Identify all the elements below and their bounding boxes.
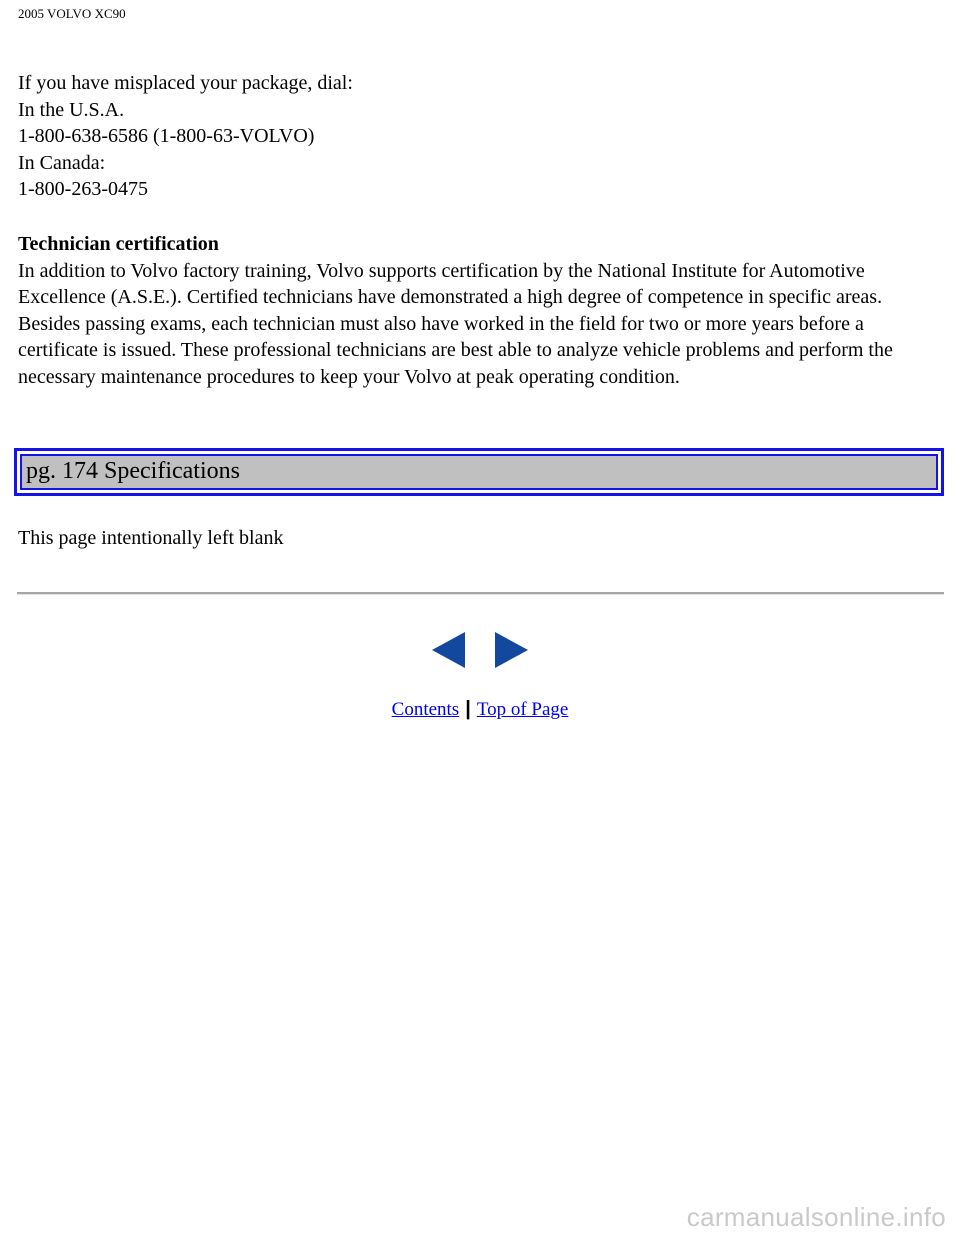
arrow-left-icon xyxy=(432,632,465,668)
certification-section: Technician certification In addition to … xyxy=(18,231,938,390)
contact-line: 1-800-263-0475 xyxy=(18,178,148,200)
previous-page-button[interactable] xyxy=(432,632,466,668)
contact-line: If you have misplaced your package, dial… xyxy=(18,72,353,94)
blank-page-note: This page intentionally left blank xyxy=(18,527,284,549)
horizontal-divider xyxy=(17,592,944,595)
contents-link[interactable]: Contents xyxy=(391,699,460,720)
site-watermark: carmanualsonline.info xyxy=(686,1202,946,1232)
contact-line: In Canada: xyxy=(18,151,106,174)
document-title: 2005 VOLVO XC90 xyxy=(18,6,126,21)
page-banner-label: pg. 174 Specifications xyxy=(20,454,938,490)
contact-info: If you have misplaced your package, dial… xyxy=(18,70,938,203)
section-heading: Technician certification xyxy=(18,233,219,255)
top-of-page-link[interactable]: Top of Page xyxy=(476,699,569,720)
section-body: In addition to Volvo factory training, V… xyxy=(18,259,893,388)
next-page-button[interactable] xyxy=(494,632,528,668)
page-navigation xyxy=(432,632,528,668)
footer-links: Contents|Top of Page xyxy=(0,697,960,722)
link-separator: | xyxy=(465,698,471,720)
arrow-right-icon xyxy=(495,632,528,668)
page-banner: pg. 174 Specifications xyxy=(14,448,944,496)
contact-line: In the U.S.A. xyxy=(18,98,125,121)
contact-line: 1-800-638-6586 (1-800-63-VOLVO) xyxy=(18,125,315,147)
